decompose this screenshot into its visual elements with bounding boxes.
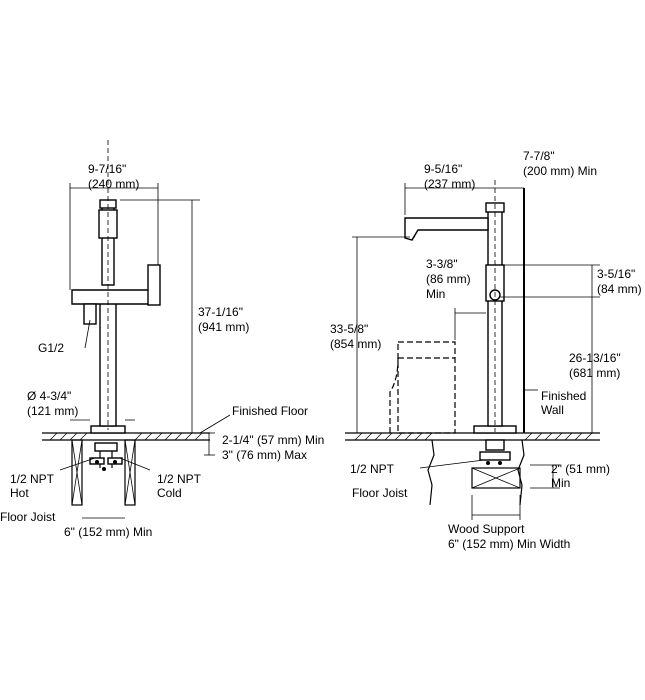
- left-front-view: 9-7/16" (240 mm) 37-1/16" (941 mm) G1/2 …: [0, 140, 324, 539]
- handle-height-label: 26-13/16": [569, 351, 621, 365]
- joist-spacing-label: 6" (152 mm) Min: [64, 525, 152, 539]
- spout-reach-mm-label: (237 mm): [424, 177, 475, 191]
- handle-offset-label: 3-3/8": [426, 257, 458, 271]
- left-floor-joist-label: Floor Joist: [0, 510, 56, 524]
- left-faucet-body: [71, 140, 161, 434]
- finished-wall-label-1: Finished: [541, 389, 586, 403]
- right-side-view: 9-5/16" (237 mm) 7-7/8" (200 mm) Min 3-3…: [330, 149, 642, 551]
- right-floor-joists: [427, 439, 525, 506]
- left-finished-floor-line: [42, 432, 210, 441]
- wood-support-width-label: 6" (152 mm) Min Width: [448, 537, 570, 551]
- handle-offset-mm-label: (86 mm): [426, 272, 471, 286]
- wood-support-label: Wood Support: [448, 522, 525, 536]
- right-supply-valve: [479, 439, 511, 465]
- right-npt-label: 1/2 NPT: [350, 462, 395, 476]
- left-height-label: 37-1/16": [198, 305, 243, 319]
- wall-gap-mm-label: (200 mm) Min: [523, 164, 597, 178]
- side-offset-label: 3-5/16": [597, 267, 635, 281]
- right-floor-joist-label: Floor Joist: [352, 486, 408, 500]
- inlet-label: G1/2: [38, 341, 64, 355]
- left-supply-valves: [89, 442, 123, 471]
- handle-height-mm-label: (681 mm): [569, 366, 620, 380]
- spout-height-mm-label: (854 mm): [330, 337, 381, 351]
- spout-reach-label: 9-5/16": [424, 162, 462, 176]
- handle-offset-min-label: Min: [426, 287, 445, 301]
- left-floor-joists: [71, 439, 136, 506]
- base-dia-label: Ø 4-3/4": [27, 389, 71, 403]
- spout-height-label: 33-5/8": [330, 322, 368, 336]
- left-height-mm-label: (941 mm): [198, 320, 249, 334]
- finished-wall-label-2: Wall: [541, 403, 564, 417]
- finished-floor-label: Finished Floor: [232, 404, 308, 418]
- left-width-label: 9-7/16": [88, 162, 126, 176]
- hot-npt-label: 1/2 NPT: [10, 472, 55, 486]
- right-faucet-body: [404, 180, 517, 434]
- bathtub-outline: [389, 341, 456, 434]
- left-dimension-lines: [69, 183, 231, 519]
- floor-gap-label: 2-1/4" (57 mm) Min: [222, 433, 324, 447]
- floor-gap-max-label: 3" (76 mm) Max: [222, 448, 307, 462]
- cold-npt-label: 1/2 NPT: [157, 472, 202, 486]
- base-dia-mm-label: (121 mm): [27, 404, 78, 418]
- support-depth-label: 2" (51 mm): [551, 462, 610, 476]
- support-depth-min-label: Min: [551, 476, 570, 490]
- wall-gap-label: 7-7/8": [523, 149, 555, 163]
- right-finished-floor-line: [345, 432, 600, 441]
- left-npt-leaders: [59, 457, 151, 471]
- hot-label: Hot: [10, 486, 29, 500]
- cold-label: Cold: [157, 486, 182, 500]
- side-offset-mm-label: (84 mm): [597, 282, 642, 296]
- right-dimension-lines: [352, 183, 600, 520]
- left-width-mm-label: (240 mm): [88, 177, 139, 191]
